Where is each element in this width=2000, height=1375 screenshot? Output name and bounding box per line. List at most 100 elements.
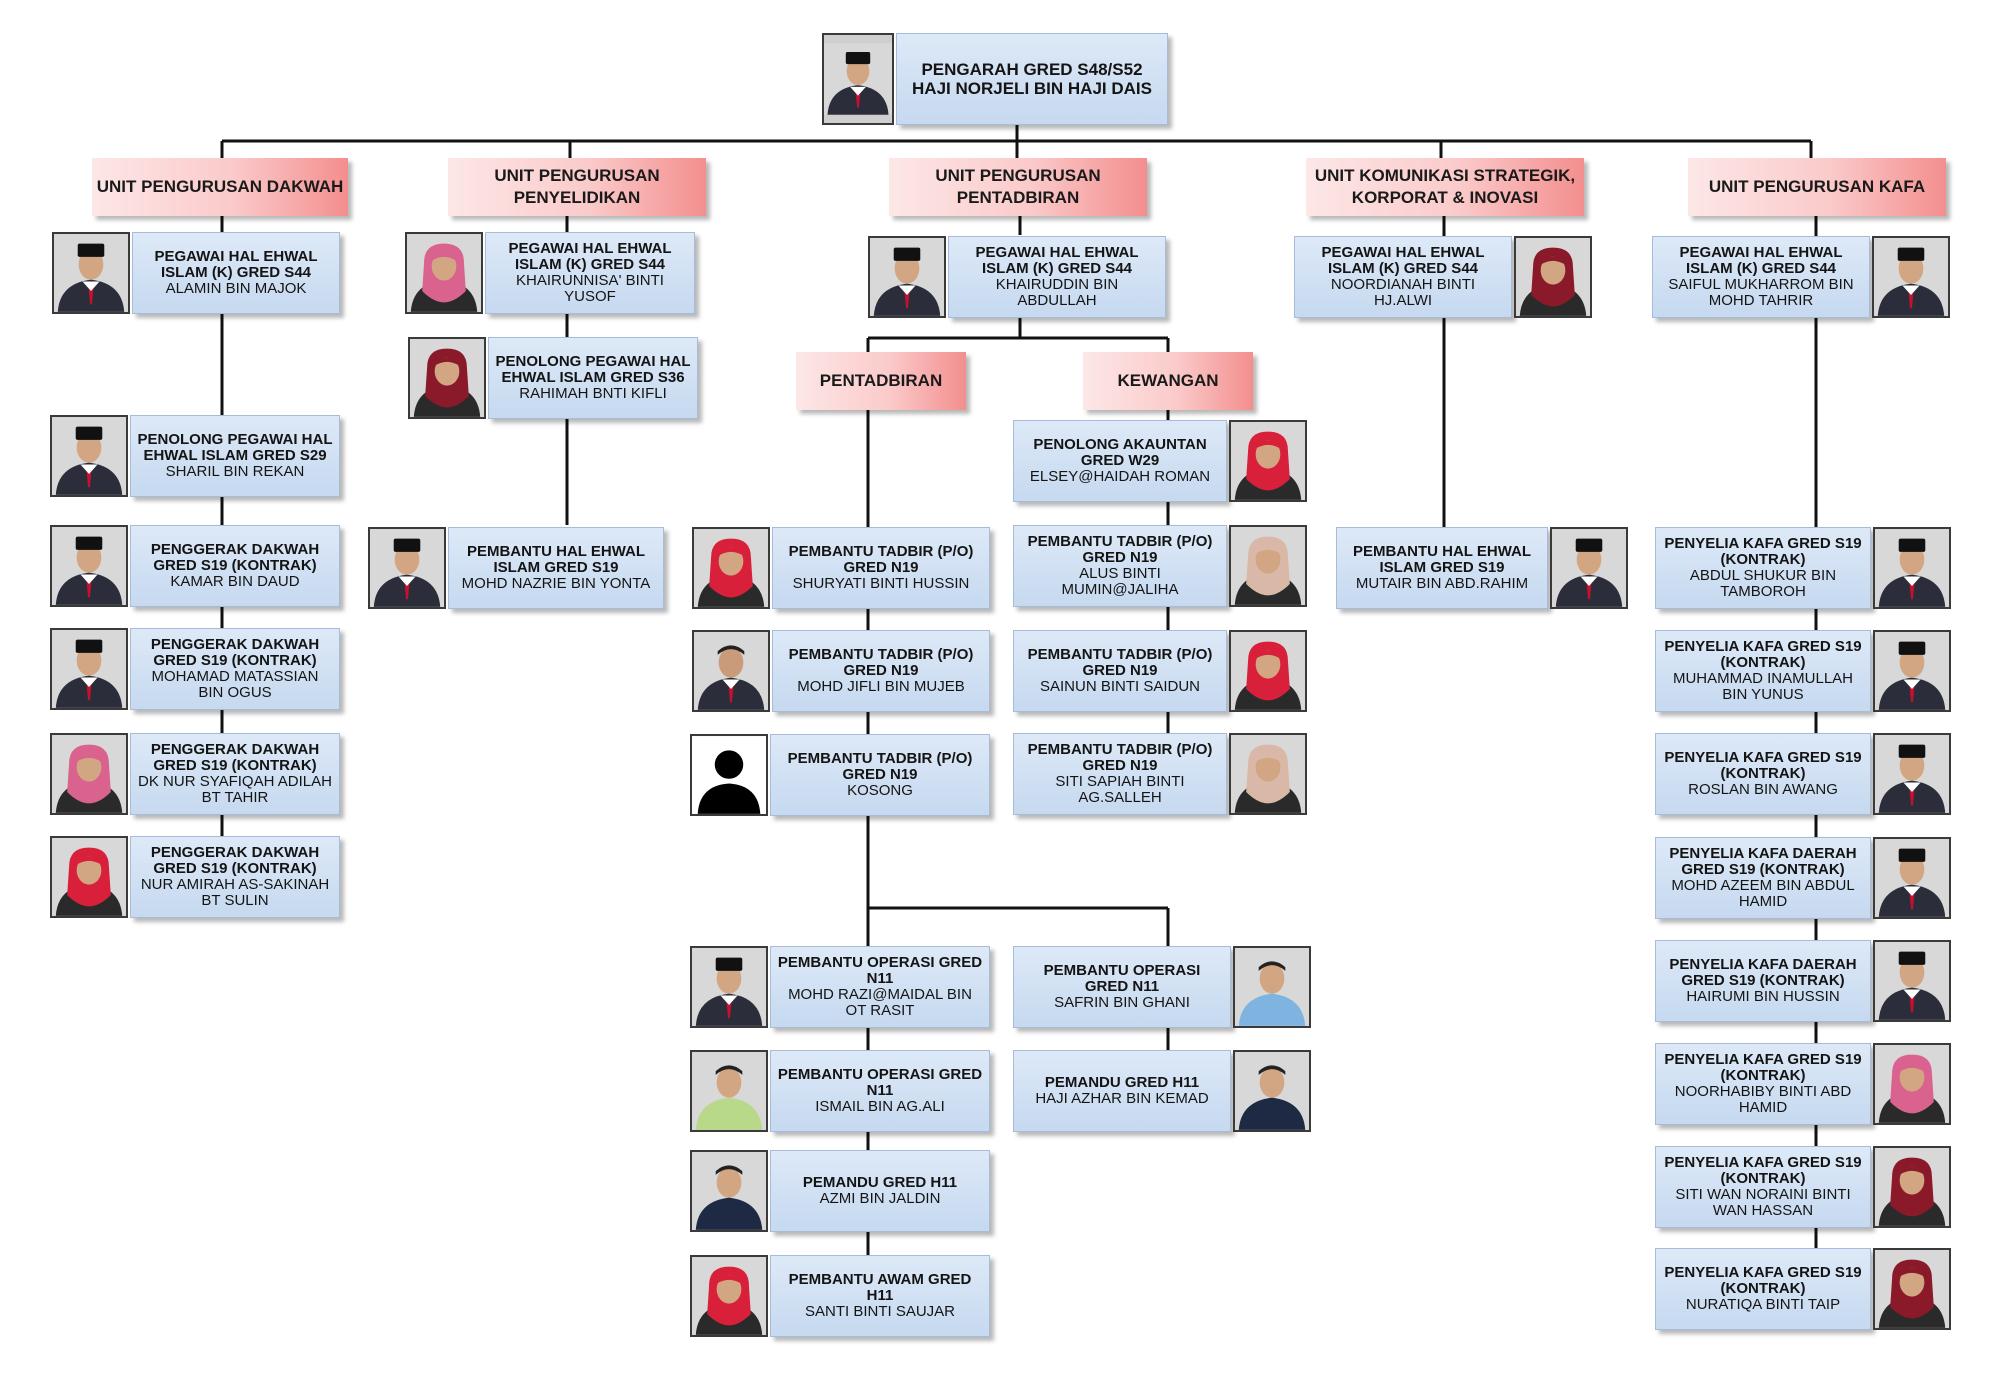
portrait-icon — [824, 43, 892, 115]
staff-title: PEMANDU GRED H11 — [1044, 1074, 1200, 1091]
staff-title: PENGGERAK DAKWAH GRED S19 (KONTRAK) — [150, 741, 320, 774]
staff-name: SHURYATI BINTI HUSSIN — [792, 575, 970, 592]
unit-label: UNIT PENGURUSAN DAKWAH — [96, 177, 344, 196]
staff-textbox: PENOLONG PEGAWAI HAL EHWAL ISLAM GRED S3… — [488, 337, 698, 419]
staff-textbox: PENGGERAK DAKWAH GRED S19 (KONTRAK)NUR A… — [130, 836, 340, 918]
staff-textbox: PENYELIA KAFA GRED S19 (KONTRAK)NURATIQA… — [1655, 1248, 1871, 1330]
staff-photo — [868, 236, 946, 318]
portrait-icon — [1235, 948, 1309, 1026]
staff-photo — [1229, 420, 1307, 502]
staff-title: PENYELIA KAFA DAERAH GRED S19 (KONTRAK) — [1669, 956, 1857, 989]
staff-name: DK NUR SYAFIQAH ADILAH BT TAHIR — [138, 773, 332, 806]
unit-box-pentadbiran: UNIT PENGURUSAN PENTADBIRAN — [889, 158, 1147, 216]
staff-textbox: PENGGERAK DAKWAH GRED S19 (KONTRAK)MOHAM… — [130, 628, 340, 710]
staff-card-kf9: PENYELIA KAFA GRED S19 (KONTRAK)NURATIQA… — [1655, 1248, 1951, 1330]
staff-title: PEMBANTU AWAM GRED H11 — [788, 1271, 972, 1304]
portrait-icon — [694, 632, 768, 710]
staff-name: KHAIRUNNISA' BINTI YUSOF — [516, 272, 664, 305]
staff-title: PEMBANTU TADBIR (P/O) GRED N19 — [788, 646, 974, 679]
staff-title: PEMBANTU TADBIR (P/O) GRED N19 — [787, 750, 973, 783]
staff-photo — [1873, 1248, 1951, 1330]
staff-name: RAHIMAH BNTI KIFLI — [519, 385, 667, 402]
staff-photo — [1229, 525, 1307, 607]
portrait-icon — [1231, 735, 1305, 813]
staff-name: SHARIL BIN REKAN — [165, 463, 305, 480]
staff-photo — [50, 836, 128, 918]
portrait-icon — [1231, 527, 1305, 605]
staff-name: ROSLAN BIN AWANG — [1688, 781, 1838, 798]
staff-photo — [692, 527, 770, 609]
staff-name: KHAIRUDDIN BIN ABDULLAH — [995, 276, 1119, 309]
staff-title: PENYELIA KAFA DAERAH GRED S19 (KONTRAK) — [1669, 845, 1857, 878]
staff-photo — [50, 415, 128, 497]
staff-photo — [690, 1255, 768, 1337]
staff-photo — [50, 525, 128, 607]
staff-name: MUTAIR BIN ABD.RAHIM — [1355, 575, 1529, 592]
staff-name: MUHAMMAD INAMULLAH BIN YUNUS — [1672, 670, 1853, 703]
portrait-icon — [1875, 839, 1949, 917]
staff-photo — [690, 1150, 768, 1232]
portrait-icon — [410, 339, 484, 417]
staff-title: PENYELIA KAFA GRED S19 (KONTRAK) — [1664, 535, 1862, 568]
portrait-icon — [52, 417, 126, 495]
staff-photo — [1873, 1146, 1951, 1228]
staff-name: SAFRIN BIN GHANI — [1054, 994, 1190, 1011]
staff-card-dk6: PENGGERAK DAKWAH GRED S19 (KONTRAK)NUR A… — [50, 836, 340, 918]
staff-title: PENYELIA KAFA GRED S19 (KONTRAK) — [1664, 1264, 1862, 1297]
portrait-icon — [52, 838, 126, 916]
staff-photo — [1550, 527, 1628, 609]
portrait-icon — [370, 529, 444, 607]
staff-title: PENOLONG PEGAWAI HAL EHWAL ISLAM GRED S3… — [495, 353, 691, 386]
silhouette-icon — [692, 736, 766, 814]
staff-photo — [690, 734, 768, 816]
staff-title: PEMBANTU TADBIR (P/O) GRED N19 — [1027, 646, 1213, 679]
staff-photo — [1229, 733, 1307, 815]
subunit-label: PENTADBIRAN — [819, 371, 943, 390]
staff-title: PENOLONG PEGAWAI HAL EHWAL ISLAM GRED S2… — [137, 431, 333, 464]
staff-textbox: PENYELIA KAFA GRED S19 (KONTRAK)NOORHABI… — [1655, 1043, 1871, 1125]
staff-photo — [1873, 527, 1951, 609]
portrait-icon — [1875, 1250, 1949, 1328]
portrait-icon — [1231, 632, 1305, 710]
director-name: HAJI NORJELI BIN HAJI DAIS — [912, 79, 1152, 98]
staff-photo — [1514, 236, 1592, 318]
staff-title: PEMBANTU HAL EHWAL ISLAM GRED S19 — [1352, 543, 1532, 576]
staff-photo — [50, 628, 128, 710]
staff-title: PEMBANTU OPERASI GRED N11 — [1043, 962, 1201, 995]
staff-name: MOHAMAD MATASSIAN BIN OGUS — [151, 668, 319, 701]
staff-photo — [1233, 946, 1311, 1028]
director-photo — [822, 33, 894, 125]
staff-name: HAJI AZHAR BIN KEMAD — [1035, 1090, 1209, 1107]
portrait-icon — [1875, 942, 1949, 1020]
staff-card-dk5: PENGGERAK DAKWAH GRED S19 (KONTRAK)DK NU… — [50, 733, 340, 815]
staff-name: SAINUN BINTI SAIDUN — [1039, 678, 1201, 695]
portrait-icon — [1516, 238, 1590, 316]
staff-textbox: PENYELIA KAFA DAERAH GRED S19 (KONTRAK)M… — [1655, 837, 1871, 919]
portrait-icon — [1235, 1052, 1309, 1130]
staff-name: MOHD NAZRIE BIN YONTA — [461, 575, 651, 592]
staff-card-kf6: PENYELIA KAFA DAERAH GRED S19 (KONTRAK)H… — [1655, 940, 1951, 1022]
portrait-icon — [692, 1152, 766, 1230]
staff-card-dk3: PENGGERAK DAKWAH GRED S19 (KONTRAK)KAMAR… — [50, 525, 340, 607]
portrait-icon — [1875, 632, 1949, 710]
staff-photo — [405, 232, 483, 314]
portrait-icon — [52, 735, 126, 813]
director-title: PENGARAH GRED S48/S52 — [921, 60, 1143, 79]
staff-name: NUR AMIRAH AS-SAKINAH BT SULIN — [140, 876, 330, 909]
portrait-icon — [692, 1052, 766, 1130]
staff-card-kf7: PENYELIA KAFA GRED S19 (KONTRAK)NOORHABI… — [1655, 1043, 1951, 1125]
staff-title: PEGAWAI HAL EHWAL ISLAM (K) GRED S44 — [508, 240, 672, 273]
